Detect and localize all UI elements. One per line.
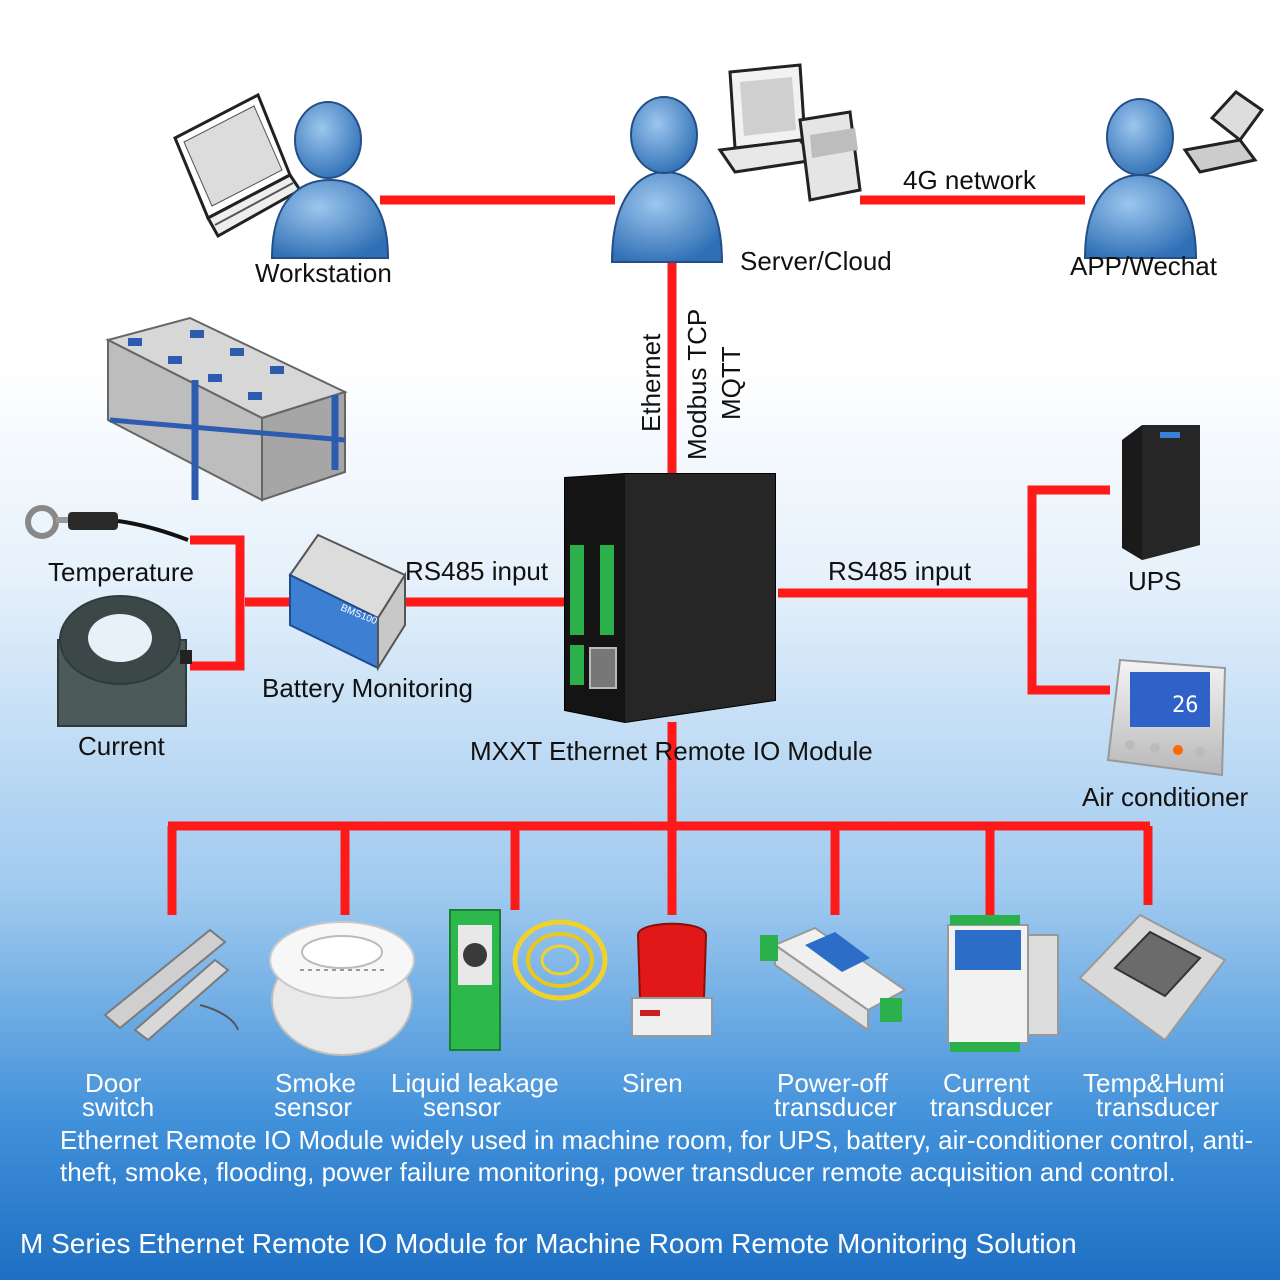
mxxt-module-label: MXXT Ethernet Remote IO Module [470,736,873,766]
user-icon [610,96,724,263]
workstation-label: Workstation [255,258,392,288]
app-wechat-label: APP/Wechat [1070,251,1218,281]
ethernet-label: Ethernet [636,333,666,432]
temp-humi-label-line1: Temp&Humi [1083,1068,1225,1098]
temperature-label: Temperature [48,557,194,587]
liquid-leakage-label-line1: Liquid leakage [391,1068,559,1098]
door-switch-label-line2: switch [82,1092,154,1122]
siren-image [631,922,713,1037]
ups-label: UPS [1128,566,1181,596]
liquid-leakage-label-line2: sensor [423,1092,501,1122]
battery-bank-image [105,316,348,502]
server-computer-icon [717,63,862,202]
current-transducer-image [947,915,1059,1052]
temp-humi-label-line2: transducer [1096,1092,1219,1122]
modbus-tcp-label: Modbus TCP [682,309,712,460]
workstation-group: Workstation [173,92,392,288]
thermostat-image: 26 [1106,658,1227,777]
user-icon [270,101,390,259]
air-conditioner-label: Air conditioner [1082,782,1249,812]
mobile-phone-icon [1182,90,1265,174]
server-cloud-label: Server/Cloud [740,246,892,276]
thermostat-display: 26 [1172,693,1199,718]
user-icon [1083,98,1198,259]
current-transducer-label-line1: Current [943,1068,1030,1098]
network-4g-label: 4G network [903,165,1037,195]
siren-label: Siren [622,1068,683,1098]
temp-humi-transducer-image [1078,913,1227,1042]
current-sensor-image [57,595,192,727]
current-transducer-label-line2: transducer [930,1092,1053,1122]
server-group: Server/Cloud [610,63,892,276]
wires [167,195,1153,915]
mqtt-label: MQTT [716,346,746,420]
current-label: Current [78,731,165,761]
battery-monitoring-module-image: BMS100 [288,533,407,672]
rs485-left-label: RS485 input [405,556,549,586]
leakage-controller-image [449,909,501,1051]
temperature-sensor-image [25,505,189,542]
rs485-right-label: RS485 input [828,556,972,586]
ups-image [1122,425,1200,560]
smoke-sensor-image [269,921,415,1056]
footer-title: M Series Ethernet Remote IO Module for M… [20,1228,1077,1259]
laptop-icon [173,92,303,239]
smoke-sensor-label-line1: Smoke [275,1068,356,1098]
smoke-sensor-label-line2: sensor [274,1092,352,1122]
power-off-label-line2: transducer [774,1092,897,1122]
power-off-label-line1: Power-off [777,1068,889,1098]
door-switch-image [103,928,239,1042]
mxxt-module-image[interactable] [564,473,776,724]
door-switch-label-line1: Door [85,1068,142,1098]
power-off-transducer-image [760,926,907,1032]
app-group: APP/Wechat 4G network [903,90,1265,281]
description-text: Ethernet Remote IO Module widely used in… [60,1125,1254,1187]
battery-monitoring-label: Battery Monitoring [262,673,473,703]
leakage-rope-image [512,919,608,1001]
